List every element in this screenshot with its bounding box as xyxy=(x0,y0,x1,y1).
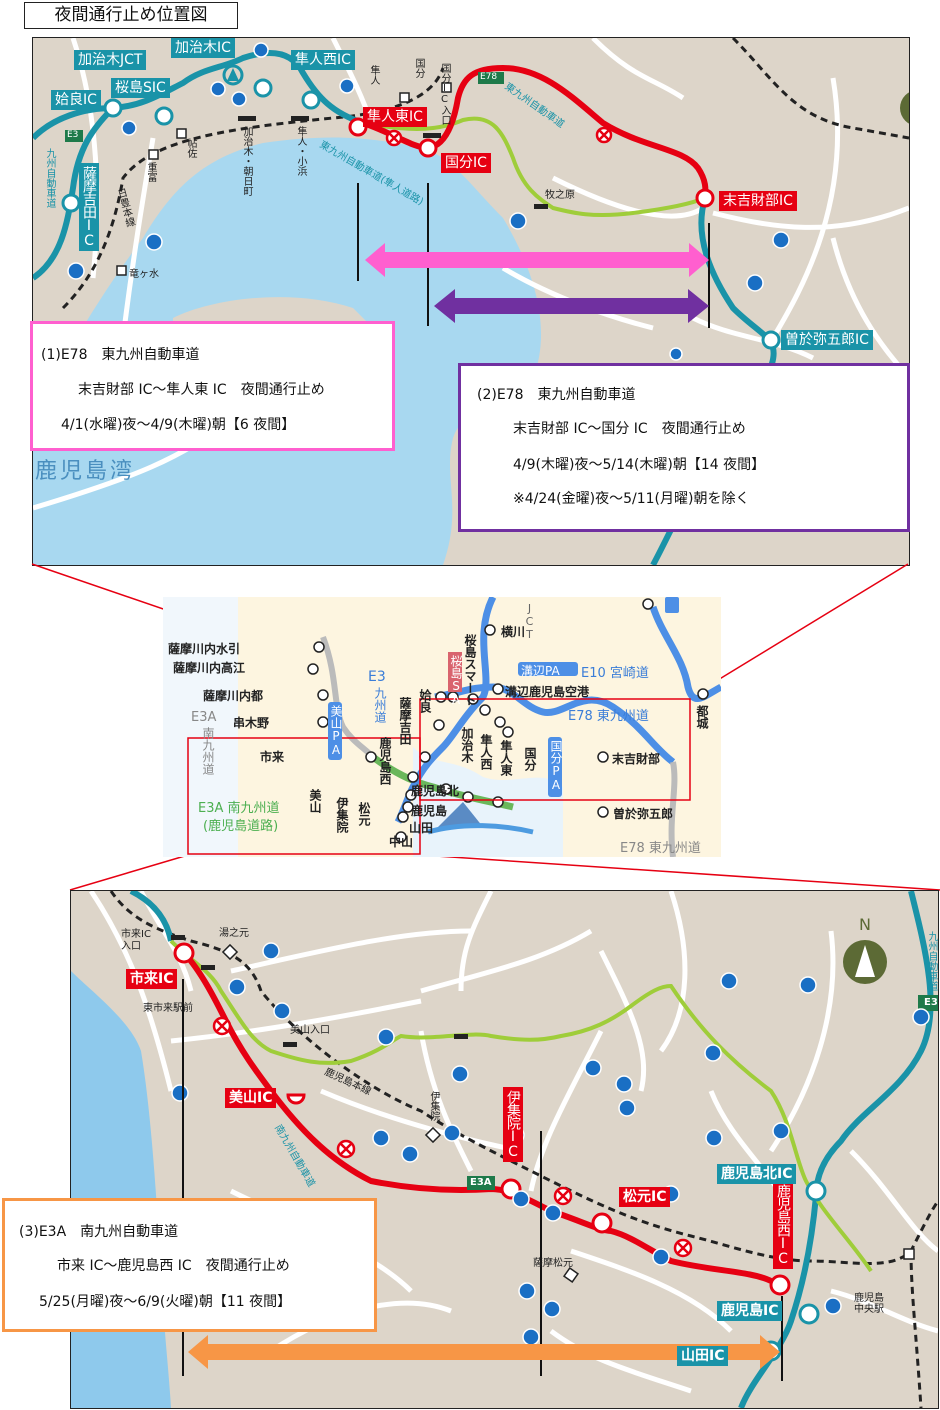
notice-1-route: (1)E78 東九州自動車道 xyxy=(41,347,200,363)
notice-3-period: 5/25(月曜)夜～6/9(火曜)朝【11 夜間】 xyxy=(39,1294,292,1310)
station-kagoshima-kita: 鹿児島北 xyxy=(411,784,460,798)
label-sakurajima-smart: 桜島スマート xyxy=(463,634,477,706)
label-miyama-pa: 美山PA xyxy=(329,705,343,757)
notice-1-section: 末吉財部 IC～隼人東 IC 夜間通行止め xyxy=(78,382,325,398)
station-matsumoto: 松元 xyxy=(357,802,371,826)
station-kokubu: 国分 xyxy=(523,747,537,771)
notice-2-section: 末吉財部 IC～国分 IC 夜間通行止め xyxy=(513,421,746,437)
closure-notice-3: (3)E3A 南九州自動車道 市来 IC～鹿児島西 IC 夜間通行止め 5/25… xyxy=(2,1198,377,1332)
notice-1-period: 4/1(水曜)夜～4/9(木曜)朝【6 夜間】 xyxy=(61,417,296,433)
label-soo-yagoro-ic: 曽於弥五郎IC xyxy=(781,330,873,350)
label-e3-shield: E3 xyxy=(67,130,79,140)
label-kajiki-jct: 加治木JCT xyxy=(74,50,147,70)
label-ichiki-ic-entrance: 市来IC入口 xyxy=(121,929,151,952)
label-e3-shield: E3 xyxy=(924,997,938,1008)
label-kokubu: 国分 xyxy=(413,58,424,78)
station-nakayama: 中山 xyxy=(389,835,414,849)
label-hayato-higashi-ic: 隼人東IC xyxy=(363,107,427,127)
label-kokubu-ic-entrance: 国分IC入口 xyxy=(439,63,450,125)
label-e3a-mini: E3A xyxy=(191,710,217,725)
label-kajiki-asahimachi: 加治木・朝日町 xyxy=(241,126,252,196)
station-ichiki: 市来 xyxy=(260,750,285,764)
station-satsuma-yoshida: 薩摩吉田 xyxy=(398,697,412,745)
label-sakurajima-sic: 桜島SIC xyxy=(111,78,170,98)
label-miyama-ic: 美山IC xyxy=(225,1088,277,1108)
label-shigetomi: 重富 xyxy=(145,162,156,182)
station-hayato-nishi: 隼人西 xyxy=(479,734,493,770)
notice-2-exception: ※4/24(金曜)夜～5/11(月曜)朝を除く xyxy=(513,491,750,507)
label-satsuma-matsumoto: 薩摩松元 xyxy=(533,1258,573,1269)
station-kagoshima-nishi: 鹿児島西 xyxy=(378,737,392,785)
label-miyama-entrance: 美山入口 xyxy=(290,1025,330,1036)
label-e10: E10 宮崎道 xyxy=(581,666,649,681)
label-sakurajima-sa: 桜島SA xyxy=(449,655,463,707)
label-e78: E78 東九州道 xyxy=(568,709,649,724)
station-mizobe-airport: 溝辺鹿児島空港 xyxy=(505,685,590,699)
label-kagoshima-kita-ic: 鹿児島北IC xyxy=(717,1164,797,1184)
label-hayato: 隼人 xyxy=(368,65,379,85)
station-aira: 姶良 xyxy=(418,689,432,713)
notice-3-route: (3)E3A 南九州自動車道 xyxy=(19,1224,179,1240)
station-kajiki: 加治木 xyxy=(460,727,474,763)
label-ijuin-ic: 伊集院IC xyxy=(503,1087,523,1162)
label-yunomoto: 湯之元 xyxy=(219,928,249,939)
label-e3a-full: E3A 南九州道 xyxy=(198,801,280,816)
notice-2-route: (2)E78 東九州自動車道 xyxy=(477,387,636,403)
label-kagoshima-bay: 鹿児島湾 xyxy=(35,459,136,484)
label-ichiki-ic: 市来IC xyxy=(126,969,178,989)
label-kyushu-expressway: 九州自動車道 xyxy=(44,148,55,208)
label-kokubu-ic: 国分IC xyxy=(441,153,491,173)
label-kagoshima-ic: 鹿児島IC xyxy=(717,1301,783,1321)
notice-2-period: 4/9(木曜)夜～5/14(木曜)朝【14 夜間】 xyxy=(513,457,766,473)
label-mizobe-pa: 溝辺PA xyxy=(521,664,560,678)
station-ijuin: 伊集院 xyxy=(335,797,349,833)
station-satsumasendai-mizuhiki: 薩摩川内水引 xyxy=(168,642,241,656)
label-kokubu-pa: 国分PA xyxy=(549,740,563,792)
label-e3a-sub: (鹿児島道路) xyxy=(203,819,279,834)
label-e78-bottom: E78 東九州道 xyxy=(620,841,701,856)
label-e78-shield: E78 xyxy=(480,72,498,82)
station-yokogawa: 横川 xyxy=(501,625,526,639)
label-kagoshima-nishi-ic: 鹿児島西IC xyxy=(773,1181,793,1269)
label-e3: E3 xyxy=(368,669,386,685)
label-north: N xyxy=(859,915,871,934)
station-kushikino: 串木野 xyxy=(233,716,270,730)
label-sueyoshi-takarabe-ic: 末吉財部IC xyxy=(719,191,797,211)
label-chosa: 帖佐 xyxy=(185,138,196,158)
station-sueyoshi-takarabe: 末吉財部 xyxy=(612,752,661,766)
label-kagoshima-chuo-station: 鹿児島中央駅 xyxy=(854,1293,884,1315)
label-ijuin-station: 伊集院 xyxy=(428,1091,439,1121)
label-kyushu-do: 九州道 xyxy=(373,687,387,723)
station-soo-yagoro: 曽於弥五郎 xyxy=(613,807,674,821)
label-jct: JCT xyxy=(523,602,536,641)
label-kajiki-ic: 加治木IC xyxy=(171,38,235,58)
label-higashi-ichiki-station: 東市来駅前 xyxy=(143,1003,193,1014)
station-miyakonojo: 都城 xyxy=(695,705,709,729)
label-makinohara: 牧之原 xyxy=(545,190,575,201)
notice-3-section: 市来 IC～鹿児島西 IC 夜間通行止め xyxy=(57,1258,290,1274)
page-title: 夜間通行止め位置図 xyxy=(24,2,238,29)
overview-map-graphics xyxy=(163,597,721,857)
label-minami-kyushu-do: 南九州道 xyxy=(201,727,215,775)
label-matsumoto-ic: 松元IC xyxy=(619,1187,671,1207)
station-miyama: 美山 xyxy=(308,789,322,813)
label-e3a-shield: E3A xyxy=(470,1177,492,1188)
label-hayato-kohama: 隼人・小浜 xyxy=(295,126,306,176)
label-aira-ic: 姶良IC xyxy=(51,90,101,110)
station-satsumasendai-takae: 薩摩川内高江 xyxy=(173,661,246,675)
station-yamada: 山田 xyxy=(409,821,434,835)
label-yamada-ic: 山田IC xyxy=(677,1346,729,1366)
label-hayato-nishi-ic: 隼人西IC xyxy=(291,50,355,70)
label-ryugamizu: 竜ヶ水 xyxy=(129,269,159,280)
station-hayato-higashi: 隼人東 xyxy=(499,740,513,776)
station-satsumasendai-miyako: 薩摩川内都 xyxy=(203,689,264,703)
closure-notice-2: (2)E78 東九州自動車道 末吉財部 IC～国分 IC 夜間通行止め 4/9(… xyxy=(458,363,910,532)
overview-map: 薩摩川内水引 薩摩川内高江 薩摩川内都 E3A 串木野 南九州道 市来 美山 伊… xyxy=(163,597,721,857)
label-satsuma-yoshida-ic: 薩摩吉田IC xyxy=(79,163,99,251)
label-kyushu-expressway-bottom: 九州自動車道 xyxy=(926,931,937,991)
closure-notice-1: (1)E78 東九州自動車道 末吉財部 IC～隼人東 IC 夜間通行止め 4/1… xyxy=(30,321,395,451)
station-kagoshima: 鹿児島 xyxy=(411,804,448,818)
